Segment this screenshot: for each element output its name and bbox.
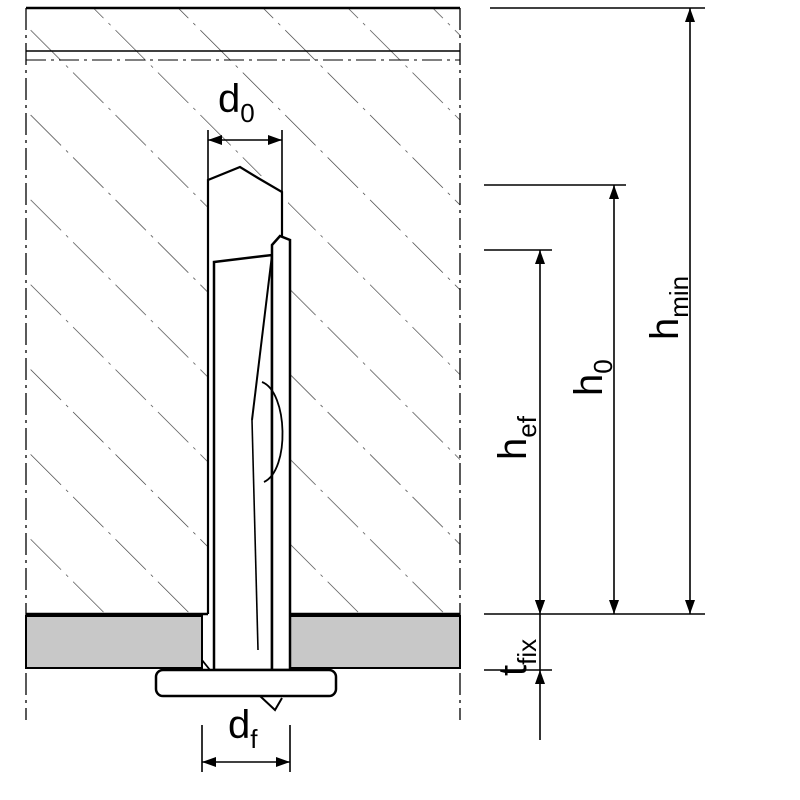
label-hmin: hmin [643, 276, 694, 340]
anchor-head [154, 668, 338, 712]
label-df: df [228, 703, 258, 754]
label-d0: d0 [218, 77, 255, 128]
anchor-body [201, 234, 292, 672]
fixture-plate [25, 615, 461, 669]
dimension-lines [201, 7, 705, 772]
label-hef: hef [491, 415, 542, 460]
label-tfix: tfix [491, 639, 542, 676]
label-h0: h0 [567, 359, 618, 396]
